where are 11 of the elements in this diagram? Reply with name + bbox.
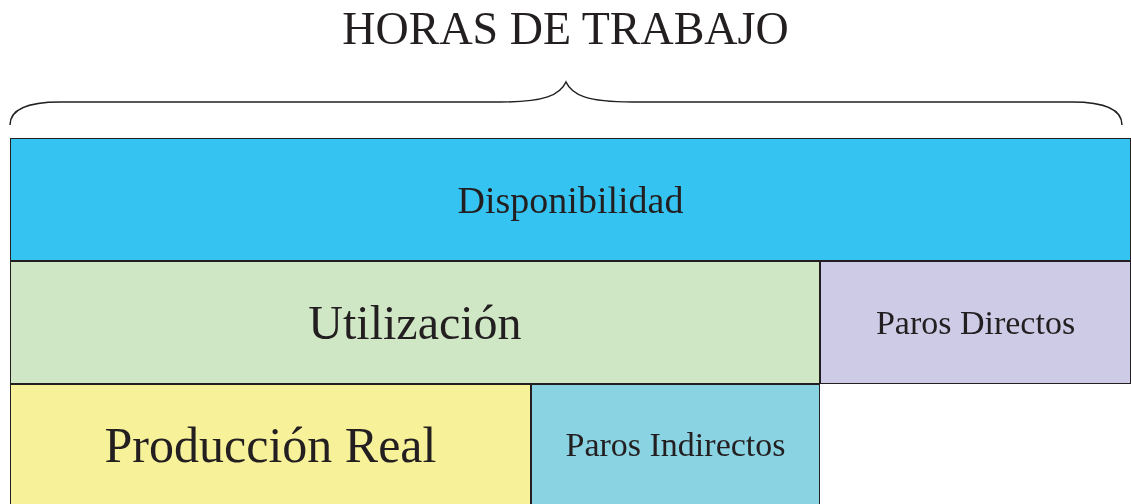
segment-label: Paros Directos: [875, 303, 1076, 342]
segment-label: Disponibilidad: [457, 177, 684, 222]
bar-segment: [820, 261, 1131, 384]
segment-label: Paros Indirectos: [565, 426, 786, 464]
segment-label: Producción Real: [104, 416, 437, 474]
title: HORAS DE TRABAJO: [341, 2, 790, 55]
segment-label: Utilización: [308, 295, 522, 350]
bar-segment: [10, 261, 820, 384]
bar-segment: [10, 138, 1131, 261]
bar-segment: [531, 384, 820, 504]
bar-segment: [10, 384, 531, 504]
